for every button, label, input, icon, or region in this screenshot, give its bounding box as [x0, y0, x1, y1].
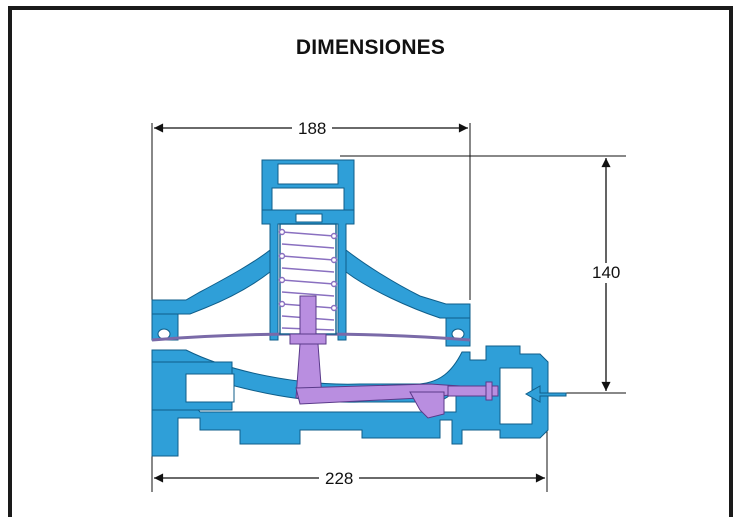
dimension-width-bottom: 228: [319, 469, 360, 489]
valve-internals: [289, 295, 499, 419]
dimension-lines: [151, 123, 626, 492]
regulator-body: [151, 159, 549, 457]
page-title: DIMENSIONES: [295, 36, 446, 59]
dimension-width-top: 188: [292, 119, 333, 139]
inlet-flow-arrow: [524, 385, 567, 403]
spring-seat: [295, 213, 323, 223]
dimension-height-right: 140: [590, 263, 623, 283]
